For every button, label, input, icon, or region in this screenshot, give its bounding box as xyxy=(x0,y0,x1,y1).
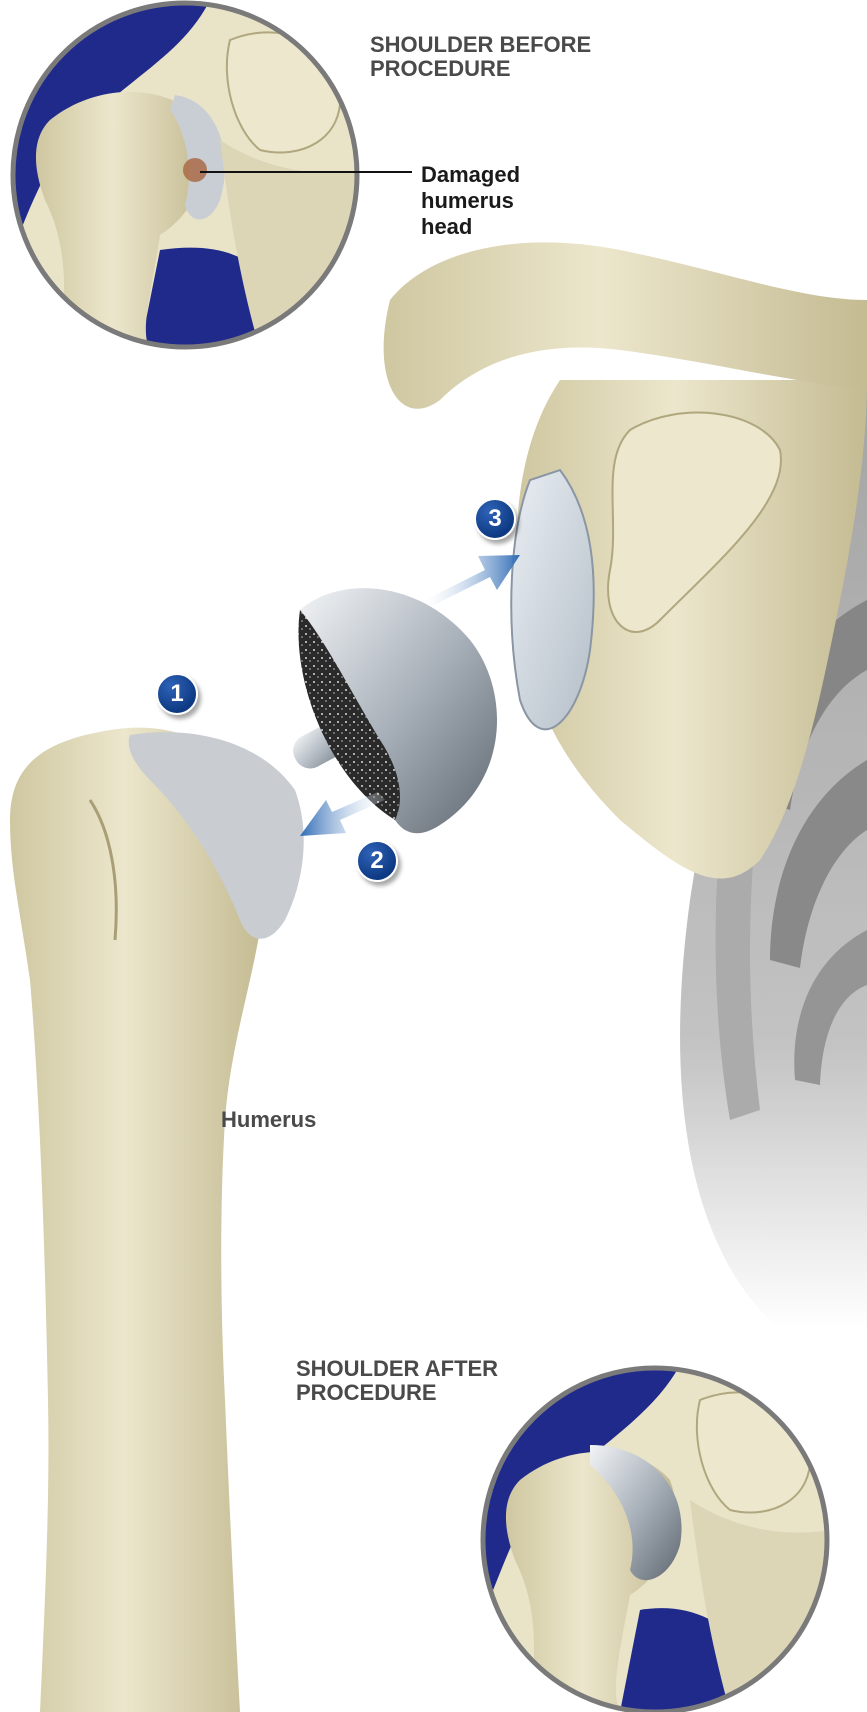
arrow-2-to-humerus xyxy=(300,792,385,836)
step-1-badge: 1 xyxy=(156,673,198,715)
damage-label-line-3: head xyxy=(421,214,520,240)
before-procedure-title: SHOULDER BEFORE PROCEDURE xyxy=(370,33,591,81)
implant xyxy=(288,588,498,833)
before-title-line-2: PROCEDURE xyxy=(370,57,591,81)
damage-label-line-2: humerus xyxy=(421,188,520,214)
before-title-line-1: SHOULDER BEFORE xyxy=(370,33,591,57)
damage-label-line-1: Damaged xyxy=(421,162,520,188)
step-3-badge: 3 xyxy=(474,498,516,540)
step-2-badge: 2 xyxy=(356,840,398,882)
humerus-label: Humerus xyxy=(221,1108,316,1132)
after-title-line-1: SHOULDER AFTER xyxy=(296,1357,498,1381)
after-title-line-2: PROCEDURE xyxy=(296,1381,498,1405)
damaged-humerus-head-label: Damaged humerus head xyxy=(421,162,520,240)
after-procedure-title: SHOULDER AFTER PROCEDURE xyxy=(296,1357,498,1405)
humerus-bone xyxy=(10,728,304,1712)
arrow-3-to-glenoid xyxy=(425,555,520,607)
